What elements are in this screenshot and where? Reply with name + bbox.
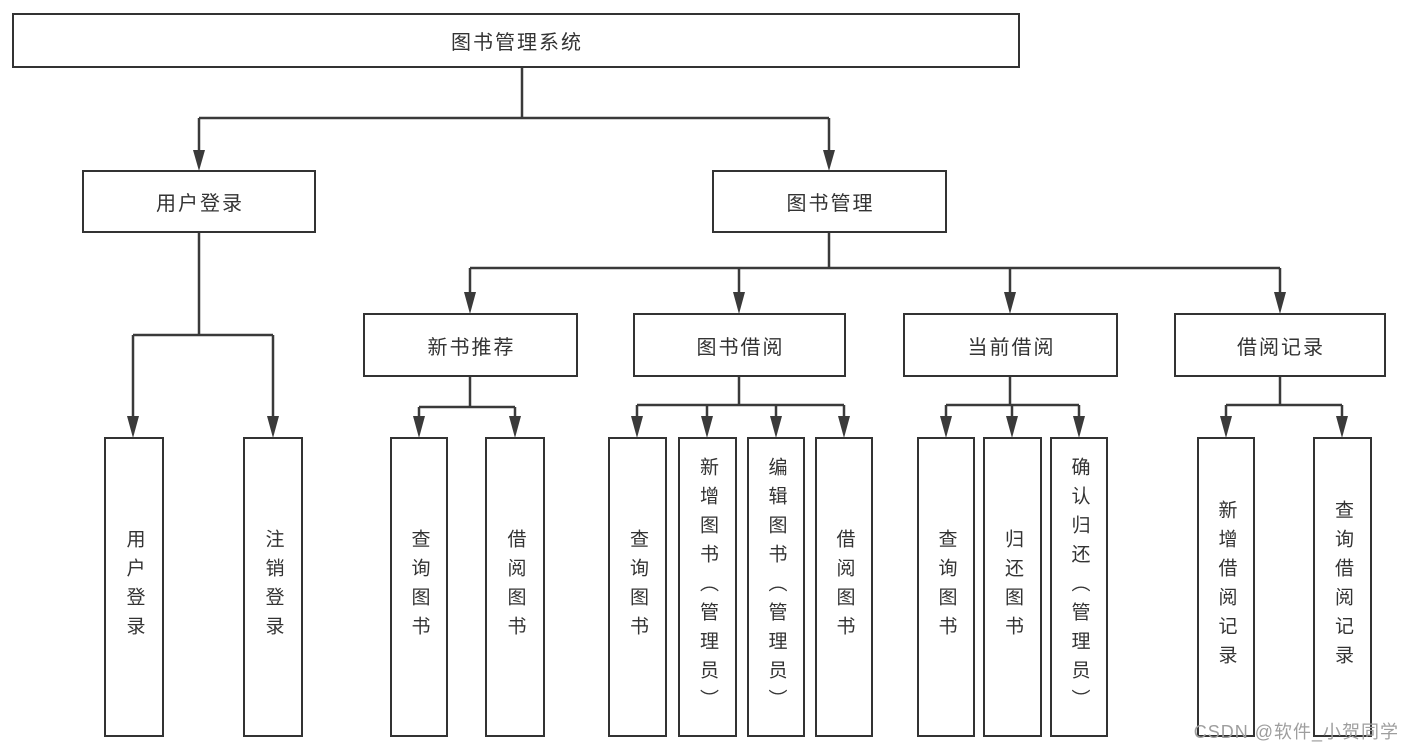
node-bb-query-books: 查询图书 <box>608 437 667 737</box>
node-label: 新增图书（管理员） <box>697 456 718 718</box>
connector-current-borrowing-to-children <box>944 377 1081 419</box>
node-user-login-leaf: 用户登录 <box>104 437 164 737</box>
connector-book-management-to-children <box>468 233 1282 295</box>
node-label: 编辑图书（管理员） <box>765 456 787 718</box>
arrowhead-icon <box>1220 416 1232 438</box>
node-cb-confirm-return-admin: 确认归还（管理员） <box>1050 437 1108 737</box>
node-label: 查询图书 <box>408 529 430 645</box>
node-bb-edit-books-admin: 编辑图书（管理员） <box>747 437 805 737</box>
arrowhead-icon <box>823 150 835 171</box>
node-label: 查询借阅记录 <box>1332 500 1353 674</box>
arrowhead-icon <box>631 416 643 438</box>
node-label: 新增借阅记录 <box>1215 500 1237 674</box>
node-br-query-record: 查询借阅记录 <box>1313 437 1372 737</box>
arrowhead-icon <box>1006 416 1018 438</box>
arrowhead-icon <box>413 416 425 438</box>
node-nbr-borrow-books: 借阅图书 <box>485 437 545 737</box>
csdn-watermark: CSDN @软件_小贺同学 <box>1193 722 1399 742</box>
node-label: 查询图书 <box>627 529 648 645</box>
node-borrowing-records: 借阅记录 <box>1174 313 1386 377</box>
node-label: 归还图书 <box>1002 529 1023 645</box>
arrowhead-icon <box>770 416 782 438</box>
node-label: 当前借阅 <box>967 336 1056 359</box>
node-label: 借阅图书 <box>504 529 526 645</box>
node-label: 图书借阅 <box>696 336 785 359</box>
node-label: 借阅记录 <box>1237 336 1325 359</box>
node-bb-borrow-books: 借阅图书 <box>815 437 873 737</box>
connector-new-book-rec-to-children <box>417 377 517 419</box>
node-label: 借阅图书 <box>833 529 855 645</box>
arrowhead-icon <box>267 416 279 438</box>
arrowhead-icon <box>838 416 850 438</box>
node-label: 查询图书 <box>935 529 957 645</box>
node-br-add-record: 新增借阅记录 <box>1197 437 1255 737</box>
arrowhead-icon <box>940 416 952 438</box>
arrowhead-icon <box>193 150 205 171</box>
node-label: 新书推荐 <box>427 336 516 359</box>
node-new-book-recommendation: 新书推荐 <box>363 313 578 377</box>
node-current-borrowing: 当前借阅 <box>903 313 1118 377</box>
node-cb-query-books: 查询图书 <box>917 437 975 737</box>
arrowhead-icon <box>701 416 713 438</box>
connector-book-borrowing-to-children <box>635 377 846 419</box>
node-nbr-query-books: 查询图书 <box>390 437 448 737</box>
node-user-login: 用户登录 <box>82 170 316 233</box>
node-label: 图书管理系统 <box>451 32 583 54</box>
arrowhead-icon <box>1274 292 1286 314</box>
node-bb-add-books-admin: 新增图书（管理员） <box>678 437 737 737</box>
arrowhead-icon <box>127 416 139 438</box>
node-book-borrowing: 图书借阅 <box>633 313 846 377</box>
node-book-management-system: 图书管理系统 <box>12 13 1020 68</box>
arrowhead-icon <box>509 416 521 438</box>
node-label: 用户登录 <box>123 529 145 645</box>
arrowhead-icon <box>1073 416 1085 438</box>
node-cb-return-books: 归还图书 <box>983 437 1042 737</box>
connector-borrow-records-to-children <box>1224 377 1344 419</box>
node-logout: 注销登录 <box>243 437 303 737</box>
arrowhead-icon <box>1004 292 1016 314</box>
connector-user-login-to-children <box>131 233 275 419</box>
connector-root-to-level2 <box>197 68 831 152</box>
arrowhead-icon <box>464 292 476 314</box>
node-label: 图书管理 <box>786 193 875 215</box>
node-label: 确认归还（管理员） <box>1068 456 1090 718</box>
node-book-management: 图书管理 <box>712 170 947 233</box>
node-label: 注销登录 <box>262 529 284 645</box>
node-label: 用户登录 <box>156 193 244 215</box>
arrowhead-icon <box>733 292 745 314</box>
arrowhead-icon <box>1336 416 1348 438</box>
